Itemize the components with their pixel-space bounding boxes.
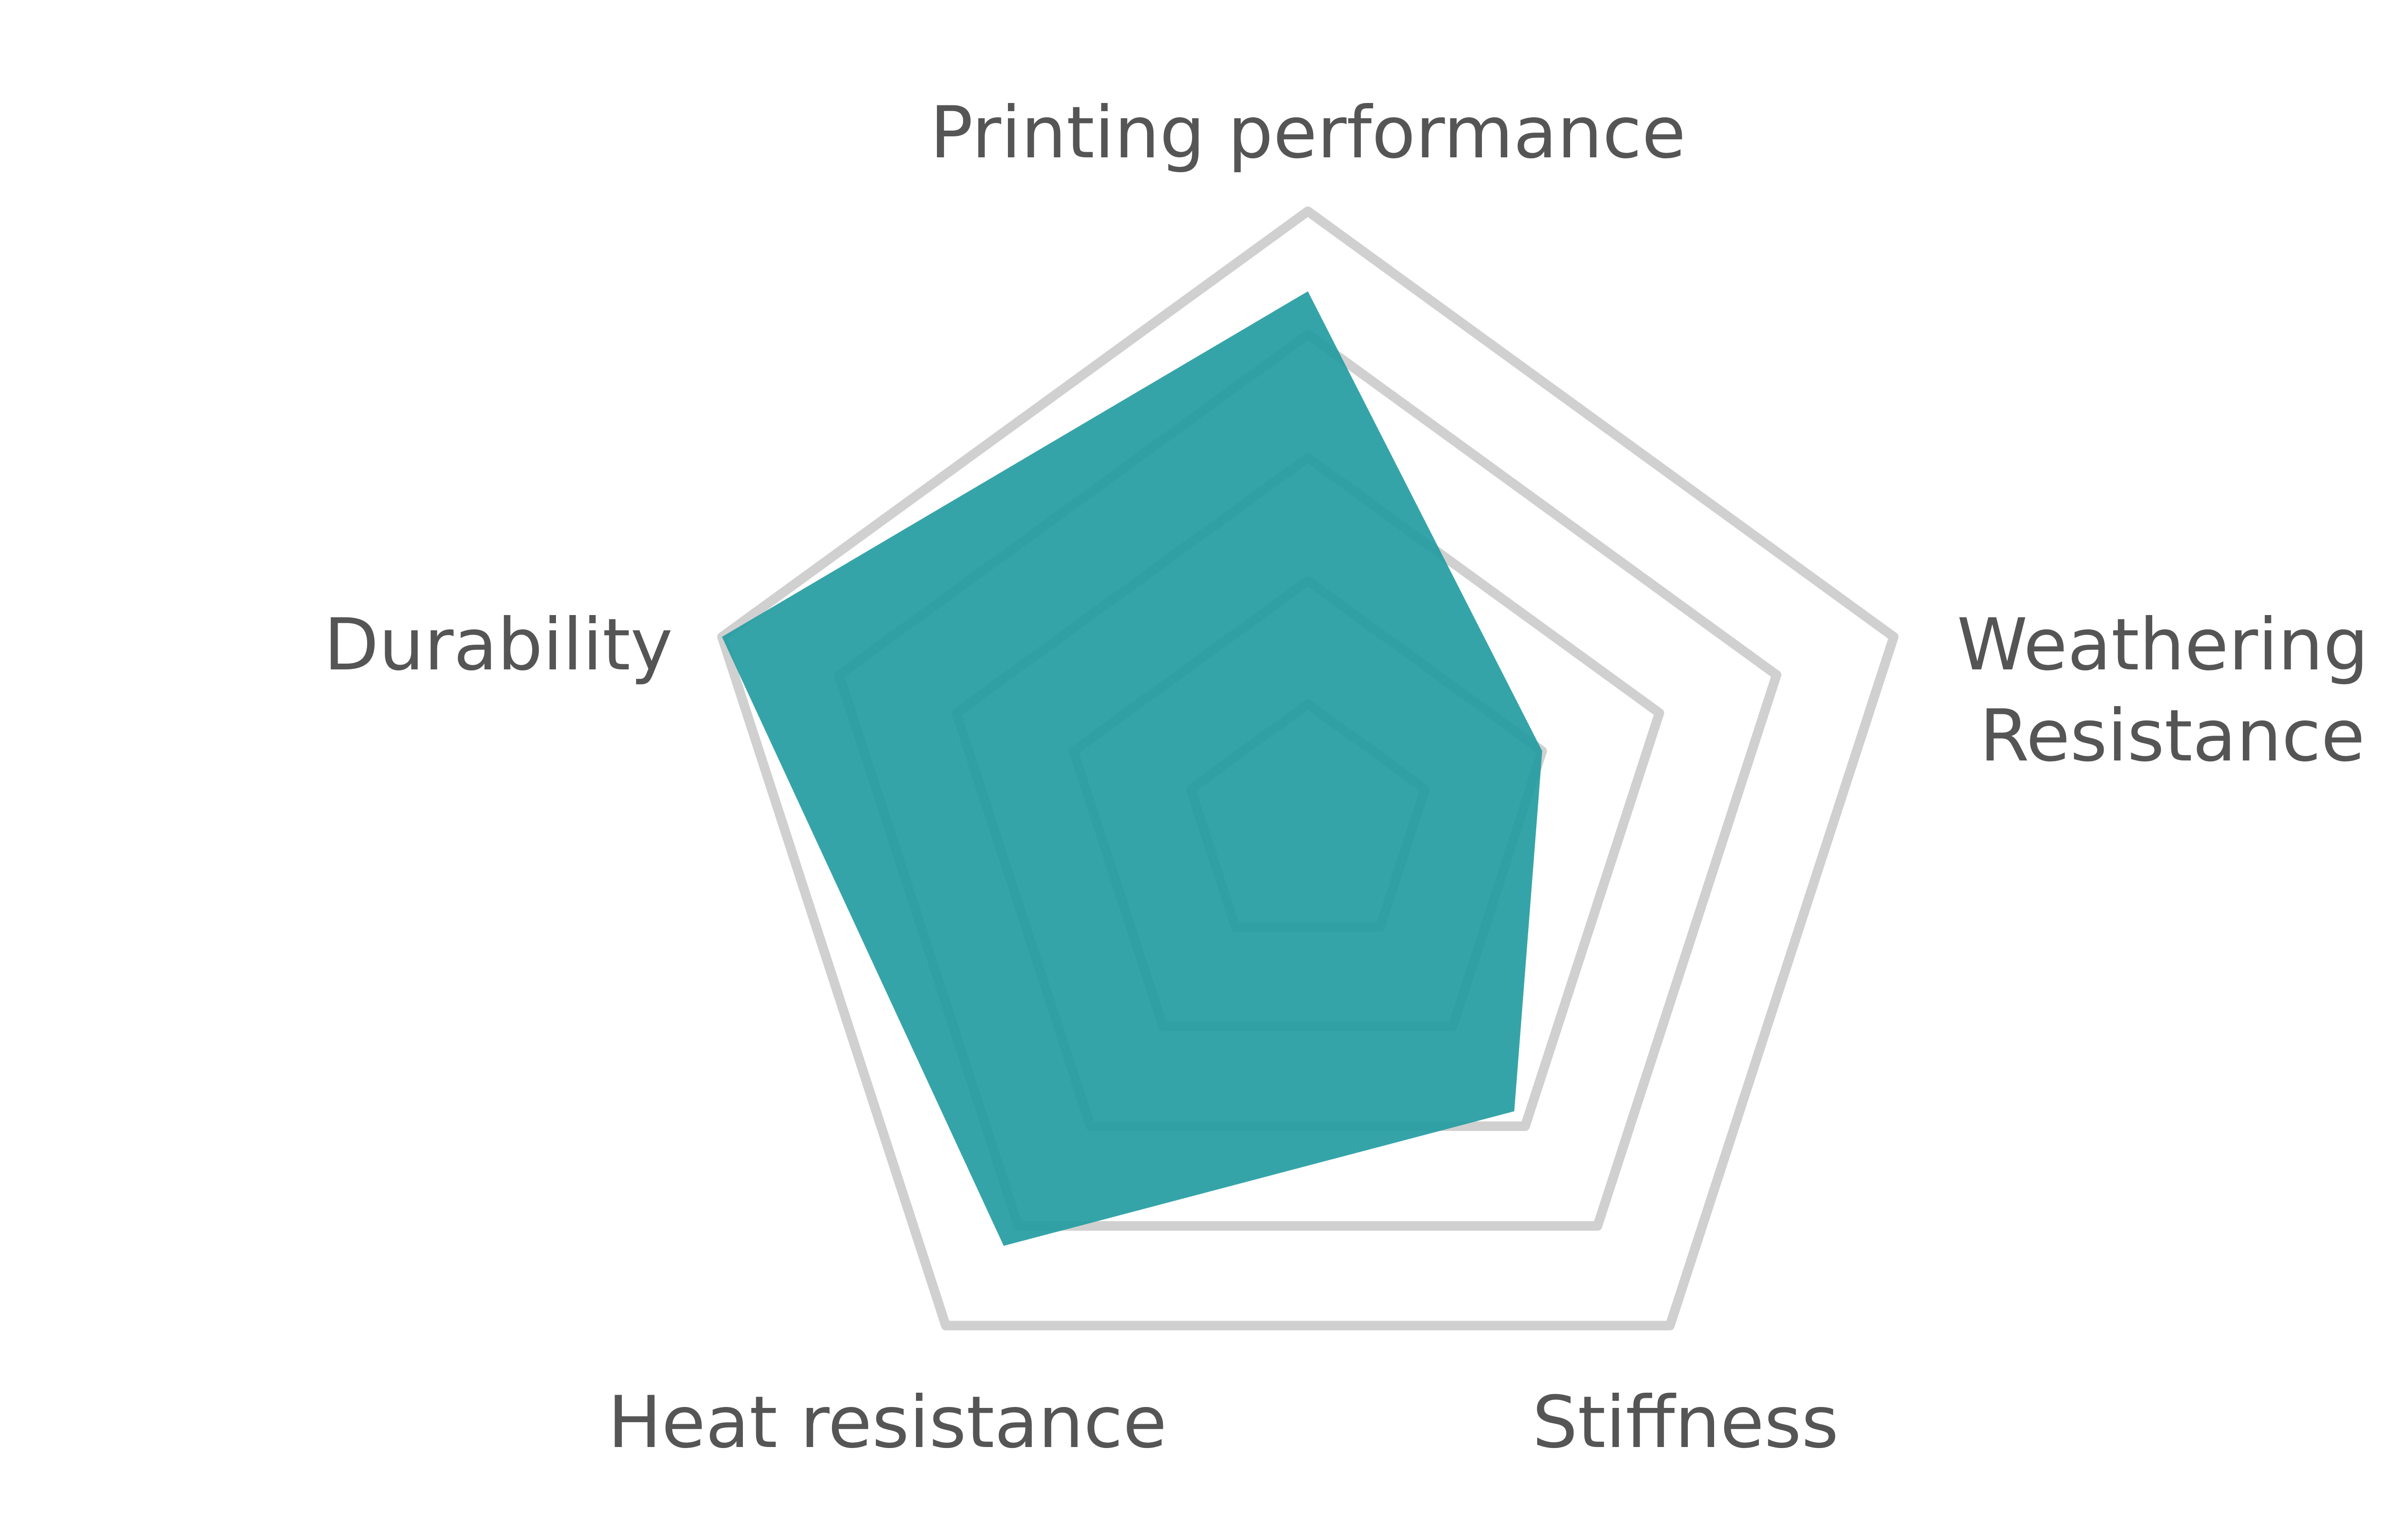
series-polygon-0 bbox=[722, 291, 1542, 1246]
axis-label-durability: Durability bbox=[324, 604, 673, 687]
axis-label-stiffness: Stiffness bbox=[1532, 1381, 1839, 1464]
axis-label-heat-resistance: Heat resistance bbox=[608, 1381, 1167, 1464]
grid-ring-5 bbox=[717, 206, 1899, 1331]
axis-label-printing-performance: Printing performance bbox=[930, 92, 1685, 175]
axis-labels: Printing performance Weathering Resistan… bbox=[324, 92, 2369, 1464]
radar-series bbox=[722, 291, 1542, 1246]
axis-label-weathering-resistance-line1: Weathering bbox=[1957, 604, 2369, 687]
axis-label-weathering-resistance-line2: Resistance bbox=[1980, 695, 2365, 778]
